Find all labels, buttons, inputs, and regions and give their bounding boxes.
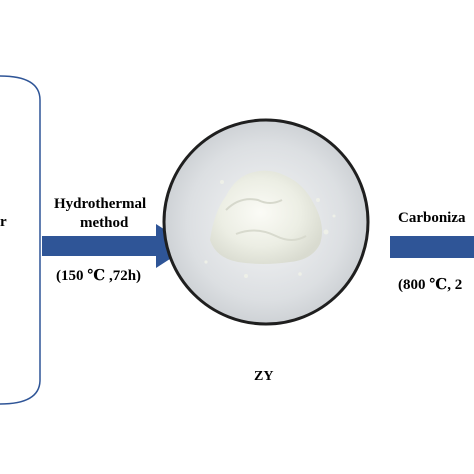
step1-conditions: (150 ℃ ,72h) (56, 268, 142, 284)
step2-conditions: (800 ℃, 2 (398, 277, 463, 293)
starting-container (0, 75, 41, 405)
product-photo (162, 118, 370, 326)
arrow-carbonization (390, 236, 474, 258)
starting-material-label: r (0, 214, 7, 230)
step1-method-line2: method (80, 215, 129, 231)
step2-method-line1: Carboniza (398, 210, 466, 226)
product-label: ZY (254, 369, 274, 384)
step1-method-line1: Hydrothermal (54, 196, 147, 212)
